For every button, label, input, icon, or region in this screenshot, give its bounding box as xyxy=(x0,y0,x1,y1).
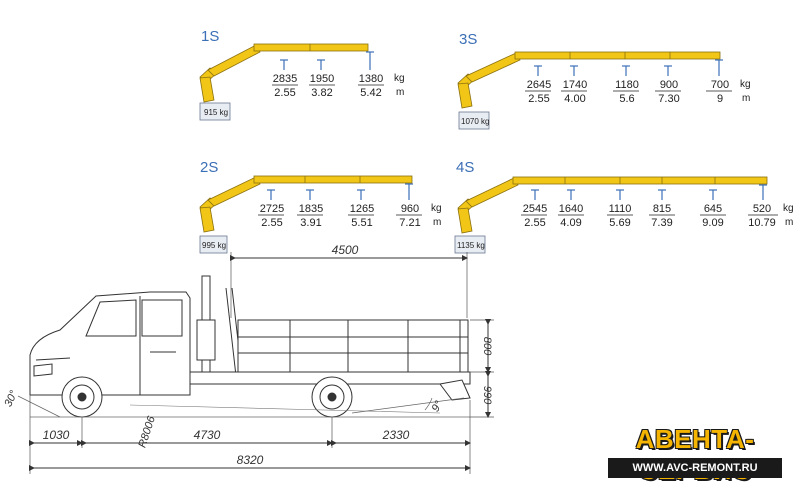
weight-4s: 1135 kg xyxy=(457,241,485,250)
reach-m: 3.82 xyxy=(311,87,332,99)
reach-m: 7.30 xyxy=(658,93,679,105)
dim-turning-radius: R8006 xyxy=(136,414,158,449)
dim-platform-length: 4500 xyxy=(332,243,359,257)
dim-approach-angle: 30° xyxy=(2,388,20,409)
unit-m: m xyxy=(785,217,793,228)
load-kg: 2725 xyxy=(260,203,284,215)
reach-m: 3.91 xyxy=(300,217,321,229)
reach-m: 5.42 xyxy=(360,87,381,99)
unit-kg: kg xyxy=(431,203,442,214)
reach-m: 5.6 xyxy=(619,93,634,105)
dim-rear-overhang: 2330 xyxy=(382,428,410,442)
reach-m: 7.39 xyxy=(651,217,672,229)
crane-title-1s: 1S xyxy=(201,28,219,45)
reach-m: 2.55 xyxy=(261,217,282,229)
dim-total-length: 8320 xyxy=(237,453,264,467)
unit-kg: kg xyxy=(783,203,794,214)
load-kg: 960 xyxy=(401,203,419,215)
boom-2s xyxy=(199,175,413,233)
weight-1s: 915 kg xyxy=(204,108,228,117)
crane-title-2s: 2S xyxy=(200,159,218,176)
unit-m: m xyxy=(742,93,750,104)
unit-m: m xyxy=(396,87,404,98)
reach-m: 5.51 xyxy=(351,217,372,229)
load-kg: 1640 xyxy=(559,203,583,215)
load-kg: 645 xyxy=(704,203,722,215)
boom-1s xyxy=(199,43,369,103)
dim-side-height: 800 xyxy=(481,337,493,356)
company-logo: АВЕНТА-СЕРВИС WWW.AVC-REMONT.RU xyxy=(598,424,792,490)
reach-m: 4.00 xyxy=(564,93,585,105)
crane-1s: 1S 915 kg 2835 1950 1380 2.55 3.82 5.42 … xyxy=(199,28,405,121)
dim-wheelbase: 4730 xyxy=(194,428,221,442)
load-kg: 2645 xyxy=(527,79,551,91)
weight-3s: 1070 kg xyxy=(461,117,489,126)
dim-front-overhang: 1030 xyxy=(43,428,70,442)
load-kg: 2545 xyxy=(523,203,547,215)
dim-floor-height: 990 xyxy=(481,386,493,405)
unit-kg: kg xyxy=(394,73,405,84)
load-kg: 1110 xyxy=(609,203,632,215)
weight-2s: 995 kg xyxy=(202,241,226,250)
load-kg: 1180 xyxy=(615,79,639,91)
unit-m: m xyxy=(433,217,441,228)
truck-drawing xyxy=(17,252,494,474)
load-kg: 700 xyxy=(711,79,729,91)
reach-m: 9 xyxy=(717,93,723,105)
reach-m: 2.55 xyxy=(524,217,545,229)
load-kg: 1835 xyxy=(299,203,323,215)
boom-3s xyxy=(457,51,721,109)
reach-m: 4.09 xyxy=(560,217,581,229)
load-kg: 1950 xyxy=(310,73,334,85)
crane-title-4s: 4S xyxy=(456,159,474,176)
load-kg: 520 xyxy=(753,203,771,215)
reach-m: 5.69 xyxy=(609,217,630,229)
crane-3s: 3S 1070 kg 2645 1740 1180 xyxy=(457,31,751,130)
unit-kg: kg xyxy=(740,79,751,90)
reach-m: 7.21 xyxy=(399,217,420,229)
load-kg: 1740 xyxy=(563,79,587,91)
load-kg: 1380 xyxy=(359,73,383,85)
load-kg: 2835 xyxy=(273,73,297,85)
reach-m: 10.79 xyxy=(748,217,776,229)
reach-m: 9.09 xyxy=(702,217,723,229)
reach-m: 2.55 xyxy=(274,87,295,99)
load-kg: 1265 xyxy=(350,203,374,215)
load-kg: 900 xyxy=(660,79,678,91)
boom-4s xyxy=(457,176,768,234)
crane-title-3s: 3S xyxy=(459,31,477,48)
logo-url: WWW.AVC-REMONT.RU xyxy=(608,458,782,478)
load-kg: 815 xyxy=(653,203,671,215)
reach-m: 2.55 xyxy=(528,93,549,105)
crane-2s: 2S 995 kg 2725 1835 1265 960 2.55 3.91 xyxy=(199,159,442,254)
crane-4s: 4S 1135 kg 2545 xyxy=(454,159,794,254)
